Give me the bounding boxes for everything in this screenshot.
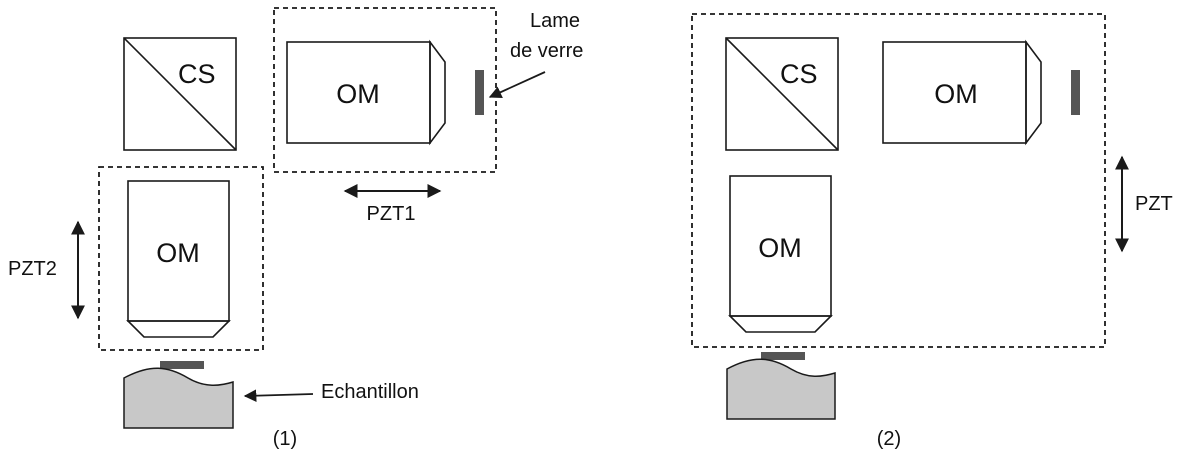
sample-shape [123, 367, 234, 429]
configuration-1: CS OM Lame de verre PZT1 OM PZT2 [8, 7, 583, 450]
object-objective-2: OM [728, 175, 833, 333]
glass-slide-2 [1071, 70, 1080, 115]
sample-shape-2 [726, 358, 836, 420]
glass-slide-label-line1: Lame [530, 10, 580, 32]
glass-slide-arrow [488, 71, 546, 99]
beam-splitter-label: CS [178, 59, 216, 89]
combined-frame [691, 13, 1106, 348]
sample-arrow [243, 389, 314, 402]
configuration-2: CS OM OM PZT (2) [691, 13, 1173, 450]
config-1-label: (1) [273, 428, 297, 450]
sample-label: Echantillon [321, 381, 419, 403]
object-arm-frame [98, 166, 264, 351]
config-2-label: (2) [877, 428, 901, 450]
object-objective: OM [126, 180, 231, 338]
beam-splitter-cube: CS [123, 37, 237, 151]
sample-cover-slide-2 [761, 352, 805, 360]
pzt2-label: PZT2 [8, 258, 57, 280]
glass-slide-label-line2: de verre [510, 40, 583, 62]
sample-cover-slide [160, 361, 204, 369]
reference-objective-label-2: OM [934, 79, 978, 109]
object-objective-label: OM [156, 238, 200, 268]
object-objective-label-2: OM [758, 233, 802, 263]
pzt-label: PZT [1135, 193, 1173, 215]
glass-slide [475, 70, 484, 115]
beam-splitter-cube-2: CS [725, 37, 839, 151]
reference-arm-frame [273, 7, 497, 173]
reference-objective-2: OM [882, 39, 1042, 146]
reference-objective: OM [286, 39, 446, 146]
pzt1-label: PZT1 [367, 203, 416, 225]
reference-objective-label: OM [336, 79, 380, 109]
beam-splitter-label-2: CS [780, 59, 818, 89]
